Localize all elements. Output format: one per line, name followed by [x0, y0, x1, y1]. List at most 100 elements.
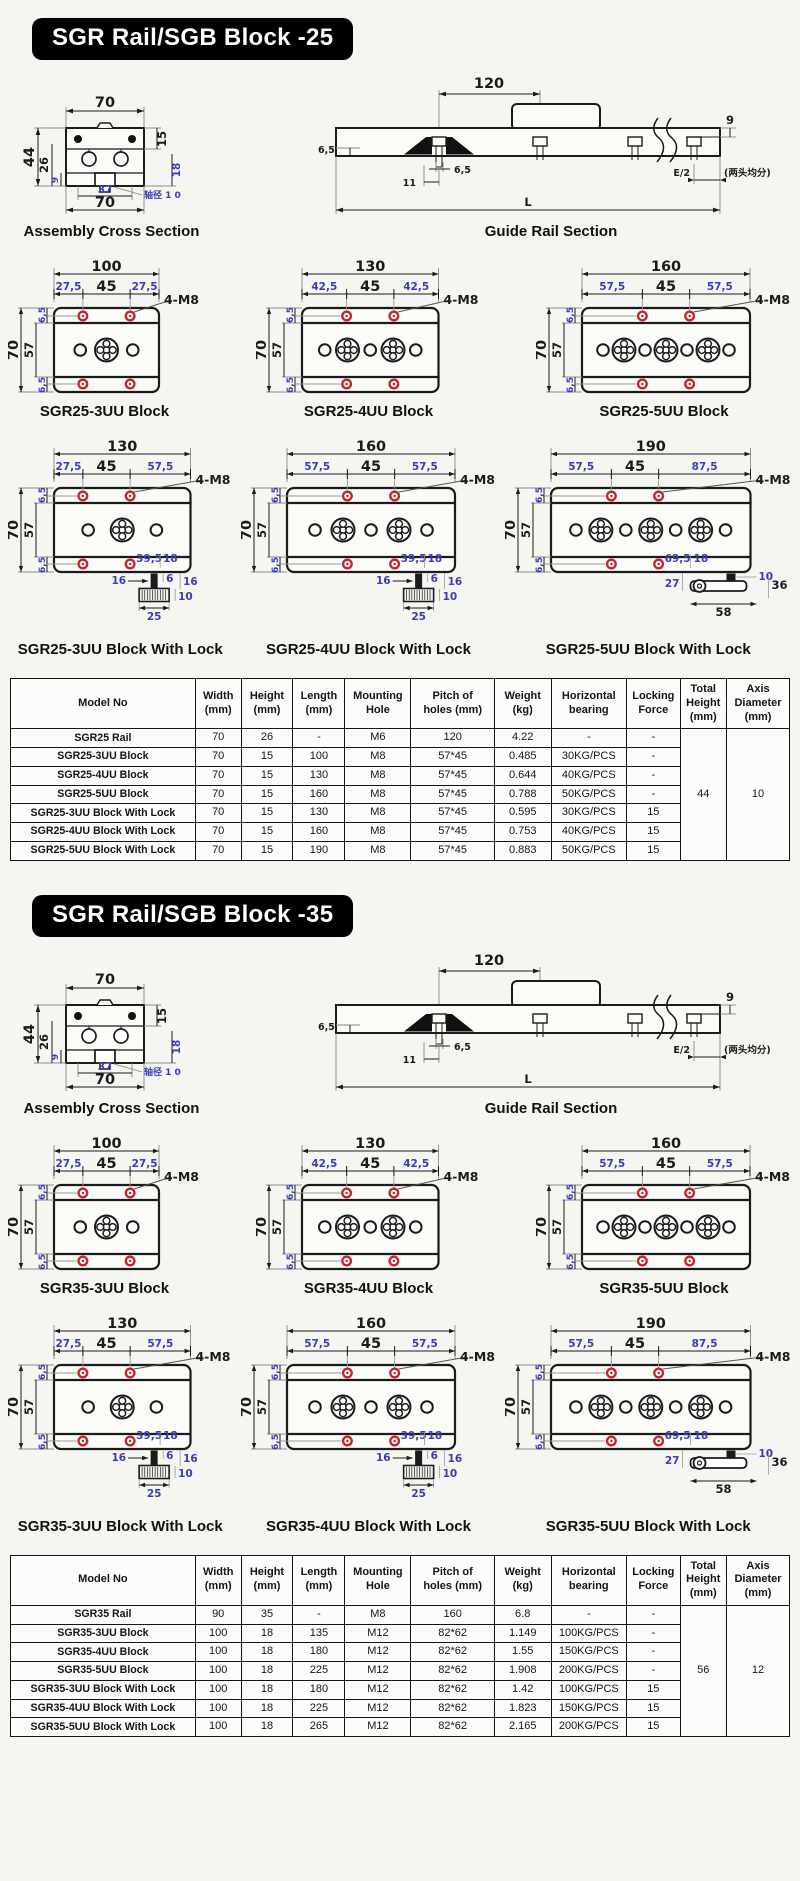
value-cell: 15 [626, 822, 681, 842]
svg-text:16: 16 [183, 576, 198, 588]
dim-pitch: 120 [474, 953, 504, 969]
model-cell: SGR25-3UU Block [9, 747, 196, 767]
value-cell: 15 [626, 803, 681, 823]
svg-text:160: 160 [651, 259, 681, 275]
value-cell: 120 [410, 728, 495, 748]
value-cell: 1.42 [493, 1679, 552, 1700]
dim-rail-left-height: 6,5 [318, 1022, 335, 1033]
rail-caption: Guide Rail Section [484, 1099, 618, 1117]
svg-text:16: 16 [112, 575, 127, 587]
svg-text:4-M8: 4-M8 [755, 1169, 790, 1184]
value-cell: 18 [240, 1623, 294, 1644]
value-cell: 180 [292, 1642, 346, 1662]
assembly-figure: 70 44 26 9 [14, 94, 209, 240]
cross-section-row: 70 44 26 9 [6, 947, 794, 1117]
svg-text:6,5: 6,5 [271, 1364, 281, 1380]
svg-text:45: 45 [360, 1156, 380, 1172]
value-cell: 100KG/PCS [550, 1623, 628, 1644]
value-cell: 4.22 [493, 728, 552, 748]
svg-text:6,5: 6,5 [286, 1254, 296, 1270]
value-cell: 18 [240, 1661, 294, 1681]
svg-text:57,5: 57,5 [707, 1158, 733, 1170]
value-cell: 70 [194, 784, 242, 805]
column-header: Weight(kg) [493, 1554, 552, 1606]
value-cell: M8 [344, 747, 412, 767]
svg-text:70: 70 [241, 520, 255, 540]
svg-text:27,5: 27,5 [55, 1338, 81, 1350]
svg-text:39,5: 39,5 [136, 1430, 162, 1442]
dim-left-outer: 44 [22, 1023, 38, 1043]
svg-text:130: 130 [107, 439, 137, 455]
column-header: Weight(kg) [493, 677, 552, 730]
svg-text:4-M8: 4-M8 [164, 292, 199, 307]
svg-text:6,5: 6,5 [271, 1434, 281, 1450]
value-cell: 100 [194, 1717, 242, 1737]
value-cell: 160 [292, 822, 346, 842]
column-header: Height(mm) [240, 1554, 294, 1606]
svg-text:130: 130 [355, 1136, 385, 1152]
svg-text:18: 18 [693, 1430, 708, 1442]
cross-section-row: 70 44 26 9 [6, 70, 794, 240]
svg-text:190: 190 [635, 439, 665, 455]
value-cell: 0.644 [493, 765, 552, 786]
value-cell: 100 [194, 1642, 242, 1662]
svg-text:57,5: 57,5 [147, 1338, 173, 1350]
break-line [653, 994, 665, 1039]
svg-text:45: 45 [624, 1336, 644, 1352]
value-cell: M8 [344, 784, 412, 805]
column-header: Model No [9, 677, 196, 730]
svg-text:130: 130 [107, 1316, 137, 1332]
svg-text:45: 45 [360, 1336, 380, 1352]
value-cell: 57*45 [410, 747, 495, 767]
value-cell: 0.753 [493, 822, 552, 842]
svg-text:4-M8: 4-M8 [459, 472, 494, 487]
svg-text:27,5: 27,5 [132, 1158, 158, 1170]
svg-text:27,5: 27,5 [132, 281, 158, 293]
dim-bottom-inner: 37 [98, 1061, 113, 1073]
value-cell: 70 [194, 840, 242, 861]
value-cell: 15 [240, 765, 294, 786]
svg-text:57,5: 57,5 [304, 1338, 330, 1350]
value-cell: - [292, 1604, 346, 1625]
svg-text:18: 18 [427, 553, 442, 565]
svg-text:6: 6 [430, 573, 437, 585]
value-cell: 57*45 [410, 765, 495, 786]
svg-text:42,5: 42,5 [403, 281, 429, 293]
dim-hole-width: 6,5 [454, 1042, 471, 1053]
bearing-circle [81, 1027, 97, 1044]
value-cell: M12 [344, 1661, 412, 1681]
svg-text:39,5: 39,5 [400, 553, 426, 565]
svg-text:10: 10 [758, 571, 773, 583]
svg-text:57: 57 [22, 1218, 36, 1234]
column-header: Height(mm) [240, 677, 294, 730]
dim-right-top: 15 [155, 131, 169, 147]
block-caption: SGR35-3UU Block [39, 1279, 170, 1297]
assembly-cross-section-drawing: 70 44 26 9 [22, 95, 183, 214]
svg-text:27,5: 27,5 [55, 461, 81, 473]
dim-left-inner: 26 [37, 1033, 51, 1049]
value-cell: 6.8 [493, 1604, 552, 1625]
value-cell: 265 [292, 1717, 346, 1737]
dim-rail-length: L [524, 1072, 532, 1086]
value-cell: 180 [292, 1679, 346, 1700]
guide-rail-section-drawing: 120 6,5 [318, 953, 771, 1091]
model-cell: SGR25-3UU Block With Lock [9, 803, 196, 823]
svg-text:16: 16 [183, 1453, 198, 1465]
